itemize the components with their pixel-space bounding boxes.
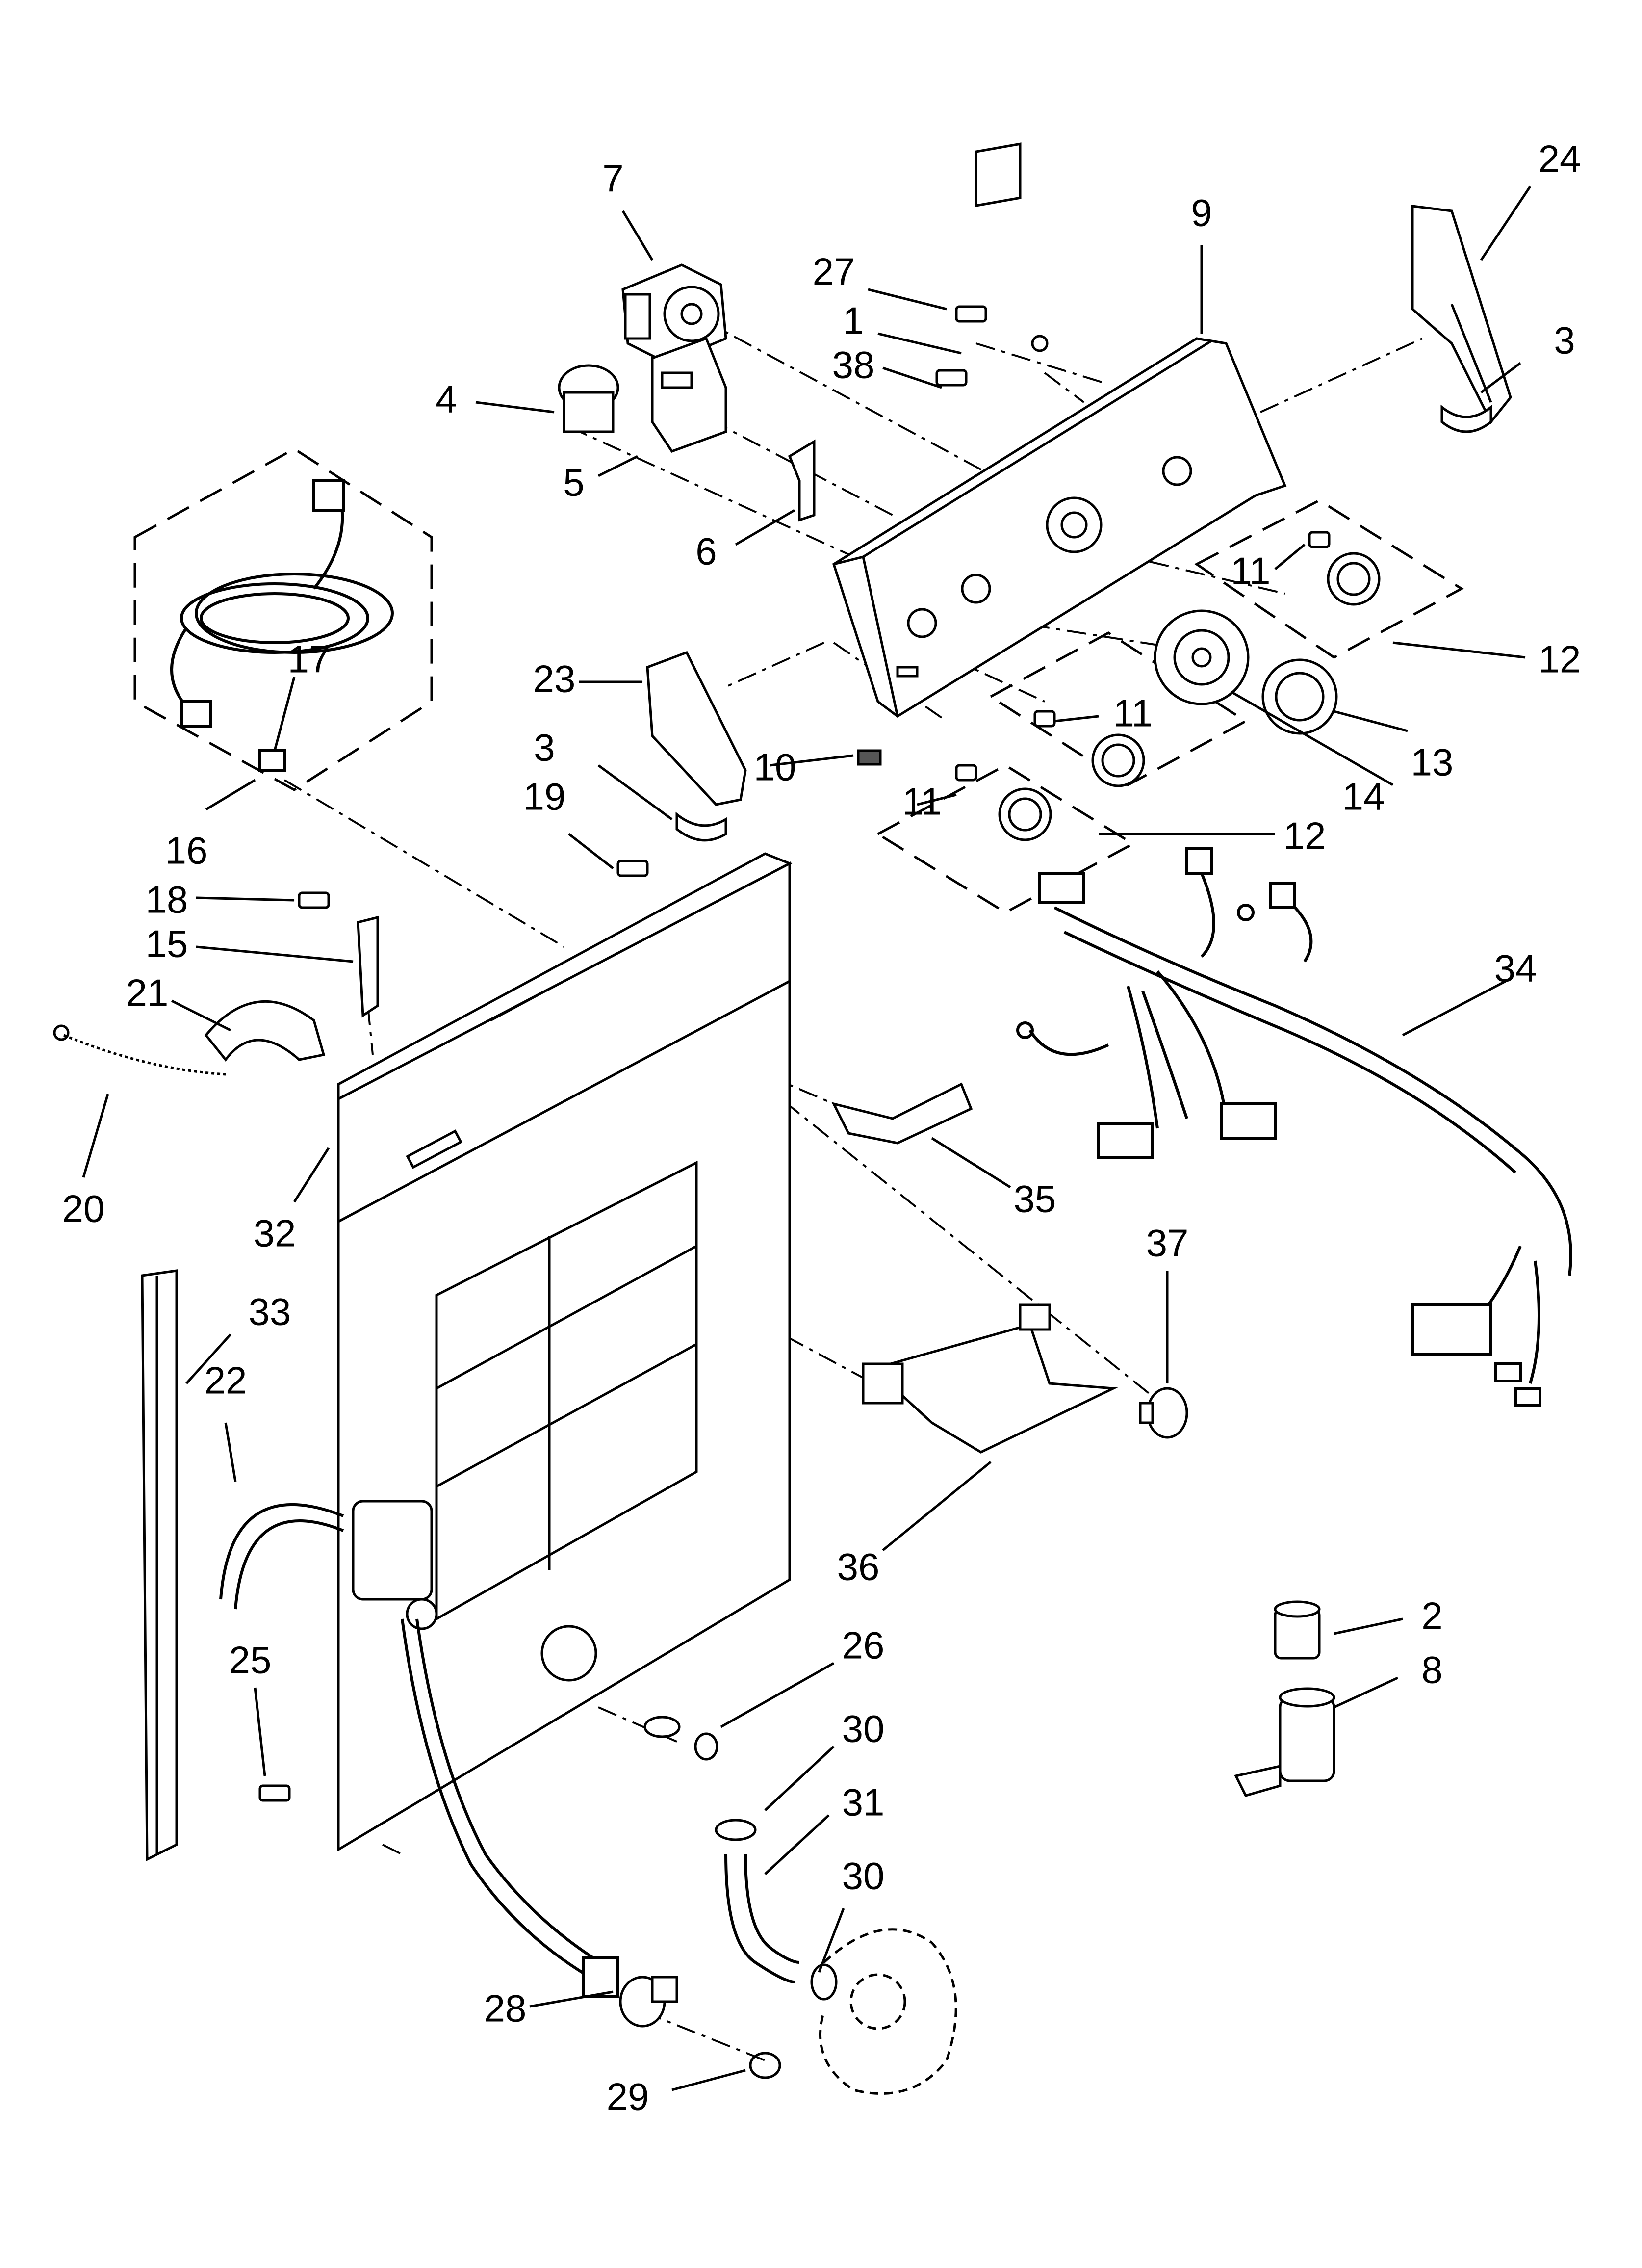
- harness-bracket: [834, 1084, 971, 1143]
- plastic-plug: [1140, 1388, 1187, 1437]
- callout-37: 37: [1146, 1222, 1189, 1265]
- mounting-bracket: [790, 442, 814, 520]
- pump-hose: [726, 1854, 799, 1982]
- pressure-switch: [559, 365, 618, 432]
- rotary-switch: [652, 339, 726, 451]
- callout-3a: 3: [1554, 319, 1575, 362]
- knob-clips: [956, 532, 1329, 780]
- callout-19: 19: [523, 775, 566, 818]
- callout-28: 28: [484, 1987, 527, 2030]
- drain-hose: [402, 1619, 618, 1997]
- callout-6: 6: [695, 530, 717, 573]
- timer: [623, 265, 726, 363]
- callout-10: 10: [754, 746, 796, 789]
- screws: [260, 307, 986, 1800]
- knobs: [1000, 553, 1379, 840]
- callout-29: 29: [607, 2075, 649, 2118]
- callout-31: 31: [842, 1781, 885, 1824]
- callout-14: 14: [1342, 775, 1385, 818]
- callout-23: 23: [533, 657, 576, 701]
- callout-7: 7: [602, 157, 623, 200]
- end-cap-left: [647, 652, 745, 805]
- callout-32: 32: [254, 1212, 296, 1255]
- callout-27: 27: [813, 250, 855, 293]
- callout-36: 36: [837, 1545, 880, 1589]
- callout-21: 21: [126, 971, 169, 1015]
- callout-5: 5: [563, 461, 584, 504]
- hose-clamp-small: [750, 2053, 780, 2078]
- cable-tie: [54, 1026, 226, 1074]
- top-cover-strip: [338, 854, 790, 1099]
- callout-4: 4: [436, 378, 457, 421]
- callout-24: 24: [1539, 137, 1581, 181]
- trim-strip: [142, 1271, 177, 1859]
- inlet-hose: [221, 1505, 343, 1609]
- callout-20: 20: [62, 1187, 105, 1230]
- callout-1: 1: [843, 299, 864, 342]
- callout-15: 15: [146, 922, 188, 965]
- control-console: [834, 339, 1285, 716]
- callout-35: 35: [1014, 1177, 1056, 1221]
- power-cord: [172, 481, 392, 770]
- callout-9: 9: [1191, 191, 1212, 235]
- callout-11b: 11: [1113, 692, 1153, 735]
- callout-30a: 30: [842, 1707, 885, 1750]
- hole-plug: [645, 1717, 717, 1759]
- cord-clip: [206, 1001, 324, 1060]
- selector-switch: [976, 144, 1047, 351]
- end-cap-clip-left: [677, 814, 726, 840]
- callout-2: 2: [1421, 1594, 1442, 1638]
- callout-11a: 11: [1231, 549, 1271, 593]
- console-label: [858, 751, 880, 764]
- dispenser-bracket: [863, 1305, 1113, 1452]
- assembly-outline-boxes: [133, 447, 1464, 914]
- callout-3b: 3: [534, 726, 555, 769]
- callout-26: 26: [842, 1624, 885, 1667]
- callout-12a: 12: [1539, 638, 1581, 681]
- callout-34: 34: [1494, 947, 1537, 990]
- water-valve: [353, 1501, 436, 1629]
- callout-12b: 12: [1283, 814, 1326, 858]
- callout-11c: 11: [902, 780, 942, 823]
- hose-connector: [620, 1977, 677, 2026]
- end-cap-clip-right: [1442, 407, 1491, 432]
- pump-motor: [1236, 1689, 1334, 1796]
- callout-33: 33: [249, 1290, 291, 1333]
- callout-labels: 1 2 3 3 4 5 6 7 8 9 10 11 11 11 12 12 13…: [62, 137, 1581, 2118]
- capacitor: [1275, 1602, 1319, 1658]
- wire-harness: [1018, 849, 1571, 1406]
- callout-8: 8: [1421, 1648, 1442, 1692]
- callout-38: 38: [832, 343, 875, 387]
- callout-25: 25: [229, 1639, 272, 1682]
- callout-leaders: [82, 185, 1532, 2091]
- callout-30b: 30: [842, 1854, 885, 1898]
- callout-22: 22: [205, 1359, 247, 1402]
- callout-17: 17: [288, 638, 331, 681]
- callout-13: 13: [1411, 741, 1454, 784]
- cord-retainer: [358, 917, 378, 1016]
- callout-18: 18: [146, 878, 188, 921]
- rear-panel: [338, 863, 790, 1850]
- callout-16: 16: [165, 829, 208, 872]
- hose-clamps: [716, 1820, 836, 1999]
- pump-outline-dashed: [821, 1929, 956, 2094]
